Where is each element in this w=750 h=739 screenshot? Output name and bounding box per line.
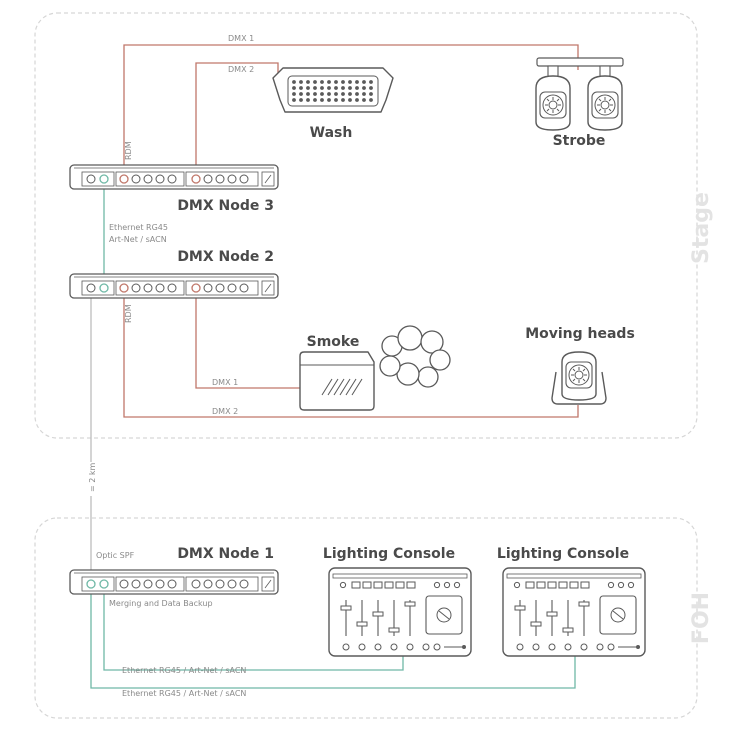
- dmx-node-1-label: DMX Node 1: [177, 546, 274, 562]
- lighting-console-1[interactable]: [328, 567, 472, 657]
- smoke-label: Smoke: [307, 334, 360, 350]
- ethernet-label-a: Ethernet RG45: [109, 223, 168, 232]
- ethernet-label-b: Art-Net / sACN: [109, 235, 167, 244]
- dmx1-smoke-cable: [195, 284, 300, 389]
- node1-console2-ethernet: [90, 590, 576, 689]
- wash-fixture[interactable]: [272, 67, 394, 113]
- dmx-node-3-label: DMX Node 3: [177, 198, 274, 214]
- rdm-mid-label: RDM: [124, 304, 133, 323]
- stage-zone-label: Stage: [689, 192, 714, 264]
- dmx-node-2[interactable]: [69, 273, 279, 299]
- dmx2-mid-label: DMX 2: [212, 407, 238, 416]
- eth-console2-label: Ethernet RG45 / Art-Net / sACN: [122, 689, 246, 698]
- foh-zone-label: FOH: [689, 592, 714, 644]
- moving-head-fixture[interactable]: [551, 351, 607, 405]
- dmx2-moving-heads-cable: [123, 284, 579, 418]
- eth-console1-label: Ethernet RG45 / Art-Net / sACN: [122, 666, 246, 675]
- dmx2-top-label: DMX 2: [228, 65, 254, 74]
- ethernet-cables: [90, 185, 576, 689]
- moving-heads-label: Moving heads: [525, 326, 635, 342]
- dmx2-wash-cable: [195, 62, 279, 175]
- lighting-console-2-label: Lighting Console: [497, 546, 629, 562]
- merging-label: Merging and Data Backup: [109, 599, 213, 608]
- dmx-node-1[interactable]: [69, 569, 279, 595]
- fiber-distance-label: = 2 km: [88, 462, 97, 492]
- node1-console1-ethernet: [103, 590, 404, 671]
- dmx-node-2-label: DMX Node 2: [177, 249, 274, 265]
- stage-zone: [34, 12, 698, 439]
- smoke-machine[interactable]: [299, 325, 451, 411]
- lighting-console-2[interactable]: [502, 567, 646, 657]
- optic-label: Optic SPF: [96, 551, 135, 560]
- strobe-label: Strobe: [553, 133, 606, 149]
- dmx1-mid-label: DMX 1: [212, 378, 238, 387]
- strobe-fixture[interactable]: [535, 57, 624, 131]
- foh-zone: [34, 517, 698, 719]
- dmx-node-3[interactable]: [69, 164, 279, 190]
- fiber-label-bg: [85, 462, 97, 496]
- wash-label: Wash: [310, 125, 353, 141]
- dmx1-top-label: DMX 1: [228, 34, 254, 43]
- lighting-console-1-label: Lighting Console: [323, 546, 455, 562]
- rdm-top-label: RDM: [124, 141, 133, 160]
